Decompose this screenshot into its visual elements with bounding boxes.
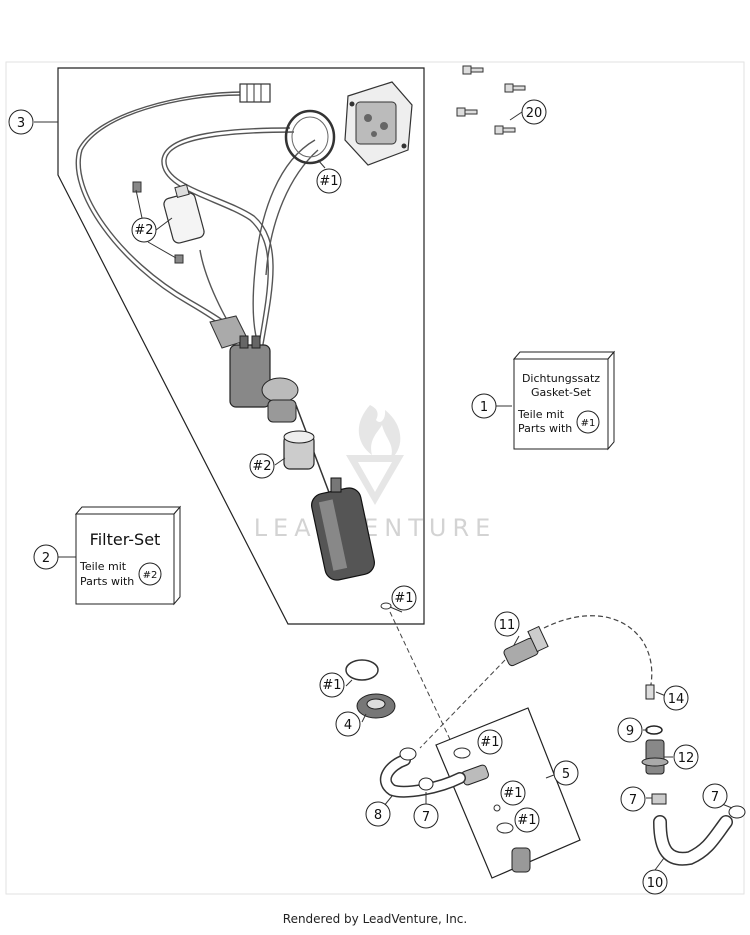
svg-text:1: 1 (480, 400, 488, 415)
callouts: 3 20 #1 #2 1 #2 2 #1 11 #1 14 4 9 #1 12 … (8, 99, 728, 895)
svg-text:2: 2 (42, 551, 50, 566)
seal-ring-4 (345, 659, 396, 719)
callout-7-b: 7 (702, 783, 728, 809)
callout-4: 4 (335, 711, 361, 737)
filter-box-line-en: Parts with (80, 575, 134, 588)
callout-7-c: 7 (413, 803, 439, 829)
gasket-set-box: Dichtungssatz Gasket-Set Teile mit Parts… (512, 350, 616, 451)
bent-hose-8 (380, 747, 466, 798)
hose-10 (653, 815, 733, 866)
callout-oring-1: #1 (391, 585, 417, 611)
callout-filter-2: #2 (131, 217, 157, 243)
gasket-box-title-en: Gasket-Set (531, 386, 592, 399)
quick-connector (419, 615, 653, 749)
pump-strainer (283, 430, 315, 470)
callout-14: 14 (663, 685, 689, 711)
callout-8: 8 (365, 801, 391, 827)
svg-text:#1: #1 (319, 174, 338, 189)
svg-text:#2: #2 (134, 223, 153, 238)
filter-box-line-de: Teile mit (79, 560, 127, 573)
svg-text:7: 7 (422, 810, 430, 825)
callout-pump-1: #1 (319, 672, 345, 698)
filter-box-ref: #2 (143, 570, 158, 581)
gasket-box-title-de: Dichtungssatz (522, 372, 600, 385)
fuel-pump-assembly-outline (57, 67, 425, 625)
callout-20: 20 (521, 99, 547, 125)
svg-text:7: 7 (711, 790, 719, 805)
filter-box-ref-circle (138, 562, 162, 586)
svg-text:#2: #2 (252, 459, 271, 474)
svg-text:#1: #1 (480, 735, 499, 750)
svg-text:11: 11 (499, 618, 516, 633)
pump-flange (344, 81, 413, 166)
callout-11: 11 (494, 611, 520, 637)
svg-text:#1: #1 (503, 786, 522, 801)
svg-text:7: 7 (629, 793, 637, 808)
callout-12: 12 (673, 744, 699, 770)
callout-strainer-2: #2 (249, 453, 275, 479)
callout-block-1b: #1 (500, 780, 526, 806)
svg-text:4: 4 (344, 718, 352, 733)
tank-seal-ring (284, 109, 336, 165)
inline-fuel-filter (132, 181, 205, 264)
svg-text:3: 3 (17, 116, 25, 131)
svg-text:20: 20 (526, 106, 543, 121)
callout-seal-1: #1 (316, 168, 342, 194)
callout-7-a: 7 (620, 786, 646, 812)
filter-set-box: Filter-Set Teile mit Parts with #2 (74, 505, 182, 606)
bolts (456, 65, 526, 135)
o-ring-small (380, 602, 392, 610)
pump-cartridge (311, 477, 375, 581)
assembly-guide-line (389, 611, 456, 751)
svg-text:5: 5 (562, 767, 570, 782)
wire-connector (239, 83, 271, 103)
svg-text:9: 9 (626, 724, 634, 739)
gasket-box-line-en: Parts with (518, 422, 572, 435)
watermark-logo: LEADVENTURE (254, 405, 497, 542)
svg-text:#1: #1 (394, 591, 413, 606)
check-valve-parts (641, 684, 746, 819)
svg-text:10: 10 (647, 876, 664, 891)
filter-box-title: Filter-Set (90, 530, 161, 549)
callout-2: 2 (33, 544, 59, 570)
watermark-text: LEADVENTURE (254, 514, 497, 542)
gasket-box-line-de: Teile mit (517, 408, 565, 421)
gasket-box-ref-circle (576, 410, 600, 434)
callout-10: 10 (642, 869, 668, 895)
svg-text:12: 12 (678, 751, 695, 766)
callout-9: 9 (617, 717, 643, 743)
svg-text:8: 8 (374, 808, 382, 823)
gasket-box-ref: #1 (581, 418, 596, 429)
callout-3: 3 (8, 109, 34, 135)
svg-text:14: 14 (668, 692, 685, 707)
callout-5: 5 (553, 760, 579, 786)
fuel-pump-hoses (75, 91, 319, 355)
svg-text:#1: #1 (517, 813, 536, 828)
callout-block-1c: #1 (514, 807, 540, 833)
footer-credit: Rendered by LeadVenture, Inc. (282, 912, 468, 926)
diagram-frame (5, 61, 745, 895)
callout-1: 1 (471, 393, 497, 419)
callout-block-1a: #1 (477, 729, 503, 755)
fuel-pump-body (209, 315, 331, 496)
svg-text:#1: #1 (322, 678, 341, 693)
